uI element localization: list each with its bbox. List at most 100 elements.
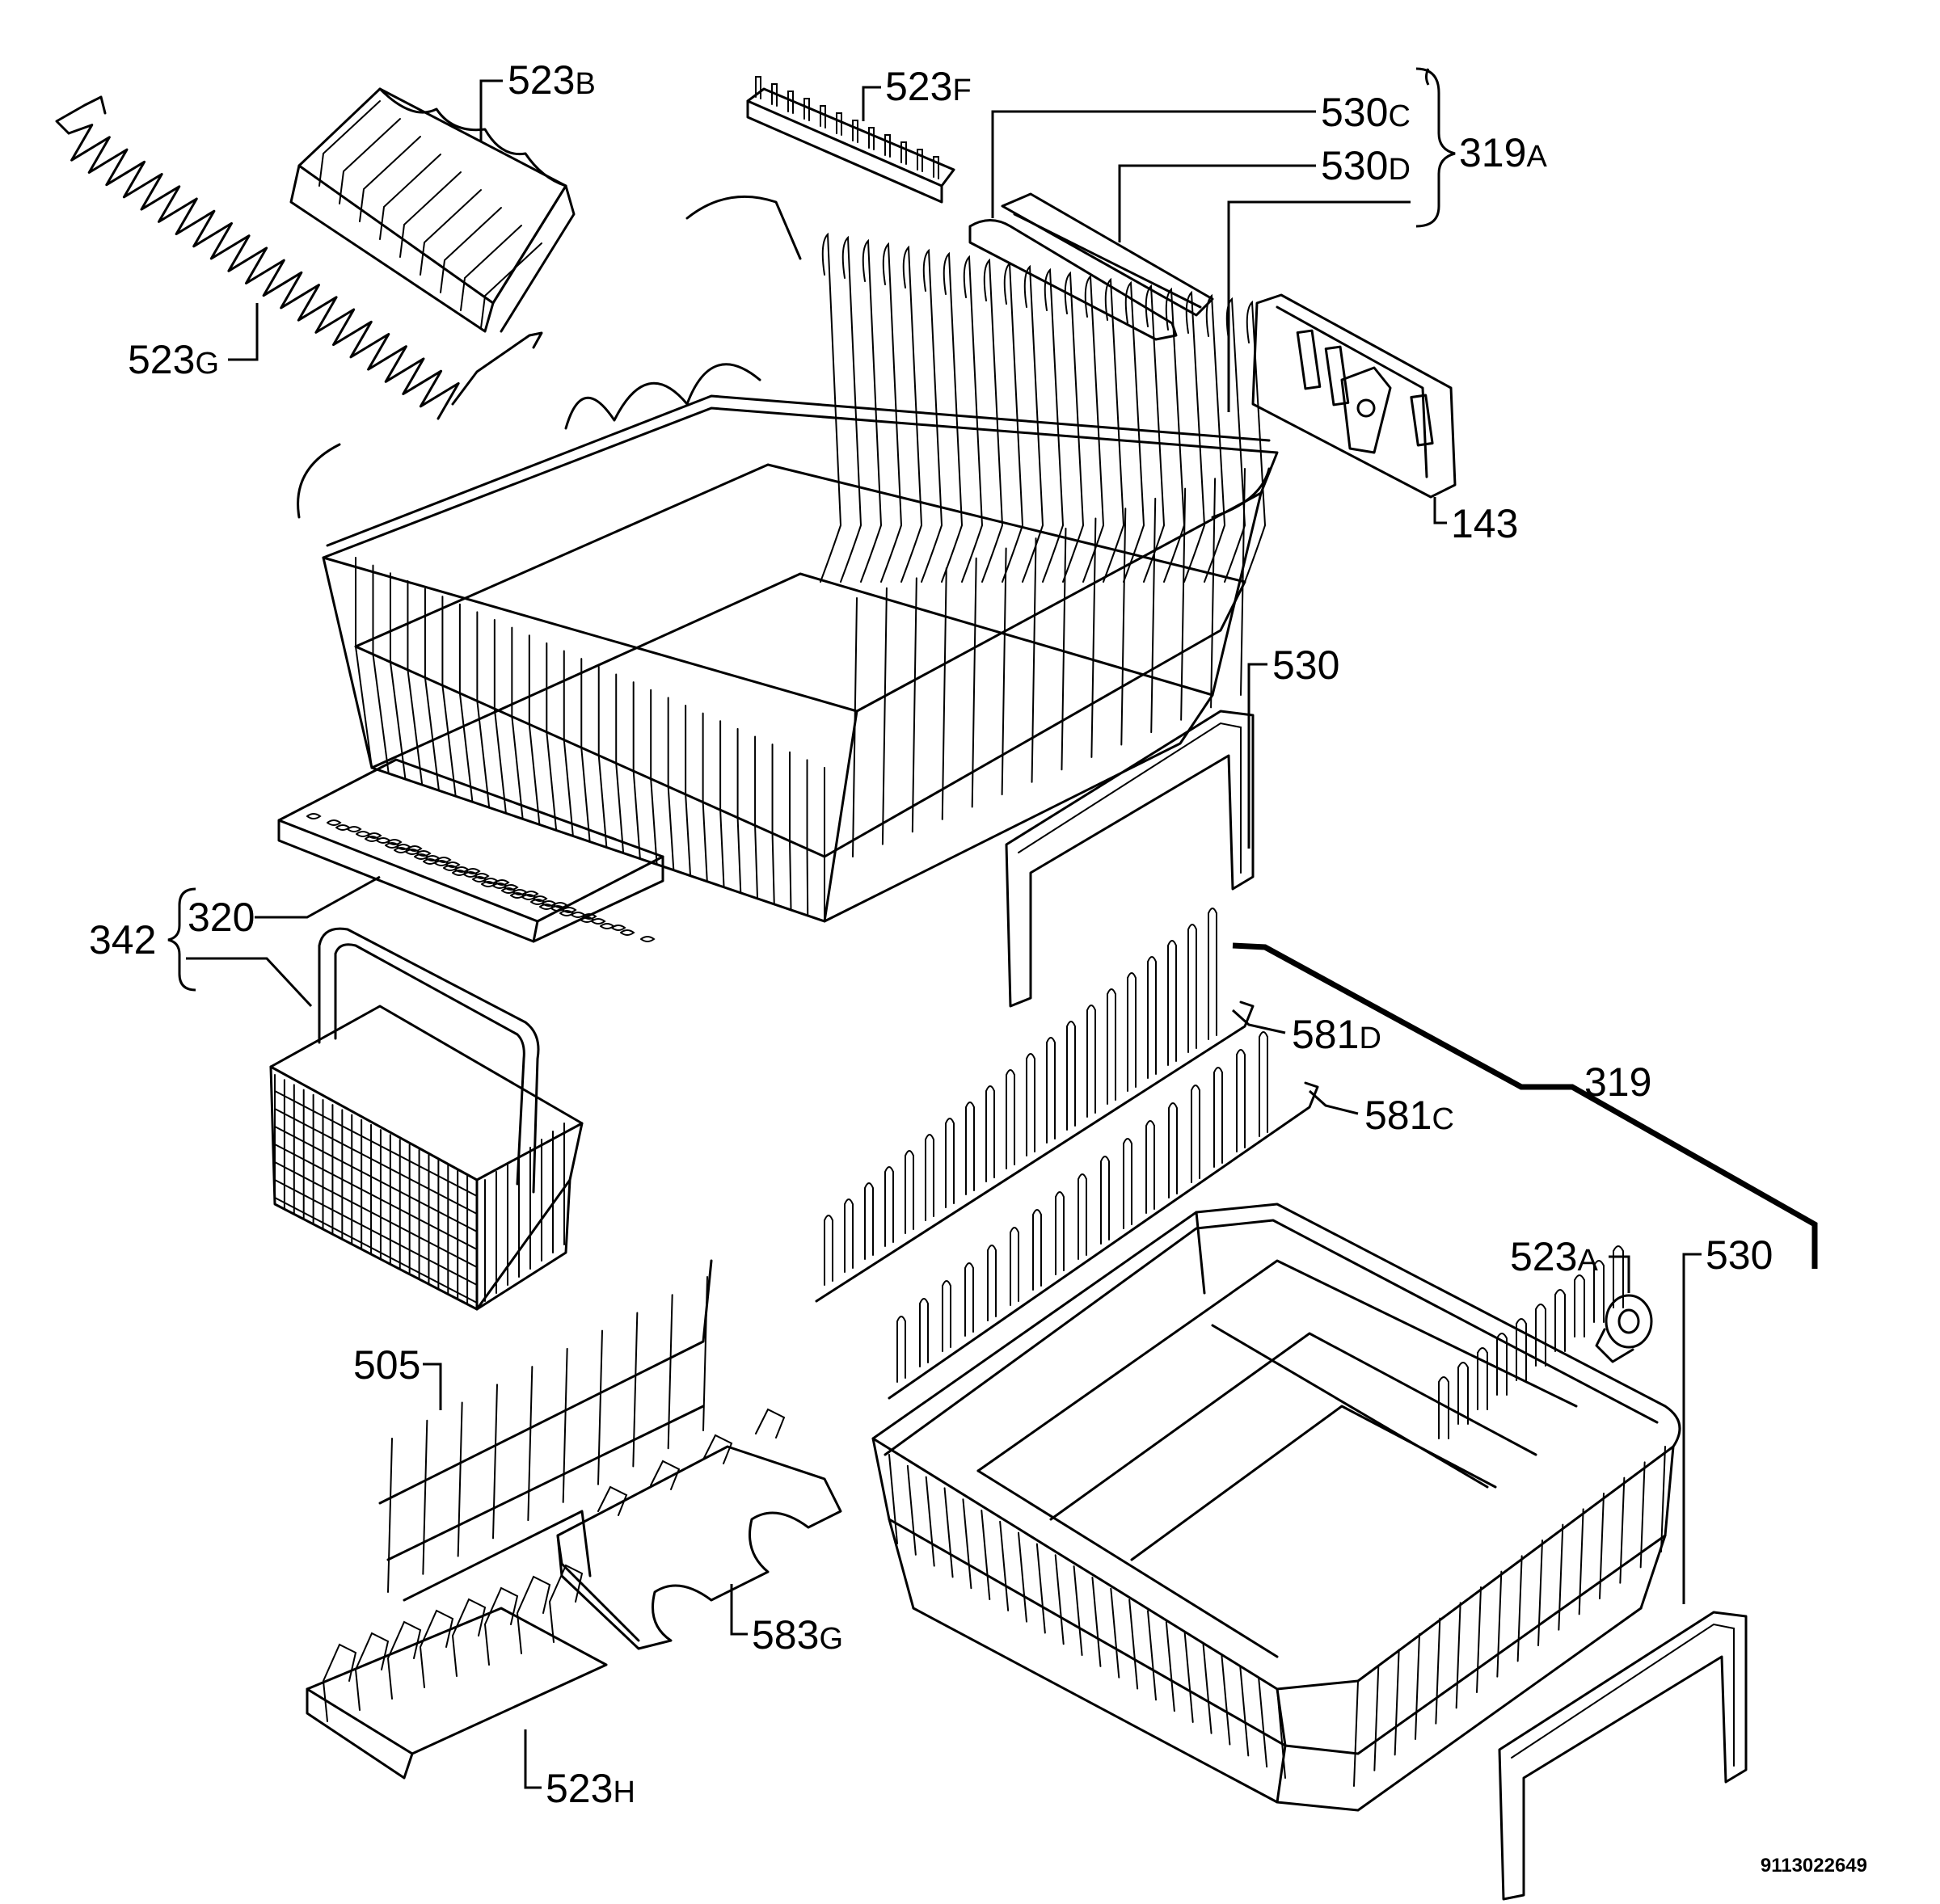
front-wire: [528, 634, 541, 826]
cup-rack-strip: [746, 87, 955, 204]
label-143: 143: [1451, 501, 1518, 546]
front-wire: [597, 665, 608, 849]
tine: [925, 1134, 934, 1221]
front-wire: [441, 596, 457, 798]
lower-side-wire: [1599, 1493, 1605, 1599]
tine: [1042, 267, 1065, 583]
tine: [961, 255, 984, 583]
cutlery-grid: [277, 758, 664, 943]
cup-clips-teeth: [323, 1564, 584, 1722]
lower-side-wire: [1516, 1555, 1523, 1662]
label-523g: 523G: [128, 337, 219, 382]
tine: [1145, 1120, 1155, 1214]
clip-tooth: [452, 1598, 487, 1677]
lower-wire: [1239, 1666, 1250, 1757]
slot: [416, 850, 432, 857]
tine: [1078, 1173, 1087, 1260]
label-319a: 319A: [1459, 130, 1547, 175]
lower-tine: [1574, 1274, 1585, 1337]
lower-side-wire: [1619, 1476, 1626, 1584]
tine-bar: [888, 1081, 1319, 1400]
lower-wire: [1276, 1688, 1286, 1779]
lower-wire: [1221, 1654, 1231, 1746]
side-wire: [1180, 487, 1187, 721]
side-wire: [1150, 497, 1157, 734]
tine: [985, 1085, 995, 1182]
tine: [1167, 940, 1177, 1066]
lower-wire: [1018, 1531, 1027, 1623]
slot: [640, 936, 656, 942]
flip-rack-wires: [387, 1276, 708, 1593]
lower-tine: [1438, 1376, 1449, 1439]
slot: [436, 857, 452, 863]
rib: [379, 154, 441, 240]
lower-side-wire: [1415, 1633, 1420, 1740]
label-581d: 581D: [1292, 1012, 1381, 1057]
lower-wire: [925, 1476, 935, 1567]
lower-tine: [1496, 1333, 1508, 1396]
tine: [919, 1298, 929, 1367]
mesh-h: [274, 1179, 478, 1286]
tine: [840, 235, 862, 583]
tine: [1187, 924, 1197, 1053]
rack-wire: [667, 1294, 673, 1450]
slot: [474, 873, 490, 879]
tooth: [836, 112, 842, 136]
clip-tooth: [355, 1632, 390, 1711]
label-530c: 530C: [1321, 90, 1411, 135]
tooth: [933, 156, 939, 179]
lower-tine: [1477, 1347, 1488, 1410]
lower-side-wire: [1578, 1508, 1584, 1615]
tine: [921, 248, 943, 583]
tine: [987, 1245, 997, 1321]
tine: [905, 1150, 914, 1234]
tine: [964, 1262, 974, 1337]
side-wire: [941, 567, 947, 820]
label-342: 342: [89, 917, 156, 963]
tine-row-d: [815, 908, 1255, 1303]
tine: [824, 1215, 833, 1286]
rail-strip-c: [968, 219, 1178, 341]
end-cap-lower: [1498, 1611, 1748, 1901]
group-line-319: [1232, 942, 1818, 1269]
lower-side-wire: [1373, 1664, 1380, 1771]
side-wire: [1061, 527, 1067, 771]
cup-clips: [306, 1607, 608, 1780]
lower-wire: [943, 1487, 954, 1578]
slot: [533, 895, 548, 902]
rack-wire: [702, 1276, 708, 1431]
leader-lines: [186, 79, 1702, 1789]
lower-wire: [888, 1454, 898, 1544]
slot: [504, 884, 519, 891]
tooth: [771, 83, 778, 107]
tine: [1147, 956, 1157, 1079]
tooth: [868, 127, 875, 150]
front-wire: [685, 704, 692, 877]
mesh-h: [274, 1144, 478, 1250]
mesh-h: [274, 1161, 478, 1268]
tooth: [820, 105, 826, 128]
front-wire: [476, 611, 491, 809]
tine: [1123, 1138, 1132, 1229]
side-wire: [1090, 517, 1097, 758]
front-wire: [493, 619, 507, 815]
slot: [347, 826, 362, 832]
side-wire: [852, 597, 858, 857]
upper-basket: [297, 195, 1279, 923]
lower-tine: [1457, 1362, 1469, 1425]
tine: [1010, 1227, 1019, 1306]
front-wire: [615, 673, 625, 854]
tine: [1127, 972, 1137, 1092]
tine: [1082, 274, 1105, 583]
rack-wire: [457, 1401, 463, 1557]
front-wire: [546, 642, 558, 832]
tine: [1213, 1067, 1223, 1168]
tine: [900, 245, 923, 583]
slot: [306, 813, 322, 819]
front-wire: [424, 588, 440, 792]
lower-wire: [1183, 1632, 1194, 1723]
tine: [1026, 1053, 1035, 1156]
slot: [562, 907, 577, 913]
tooth: [884, 134, 891, 158]
tine-bar: [815, 1000, 1255, 1303]
